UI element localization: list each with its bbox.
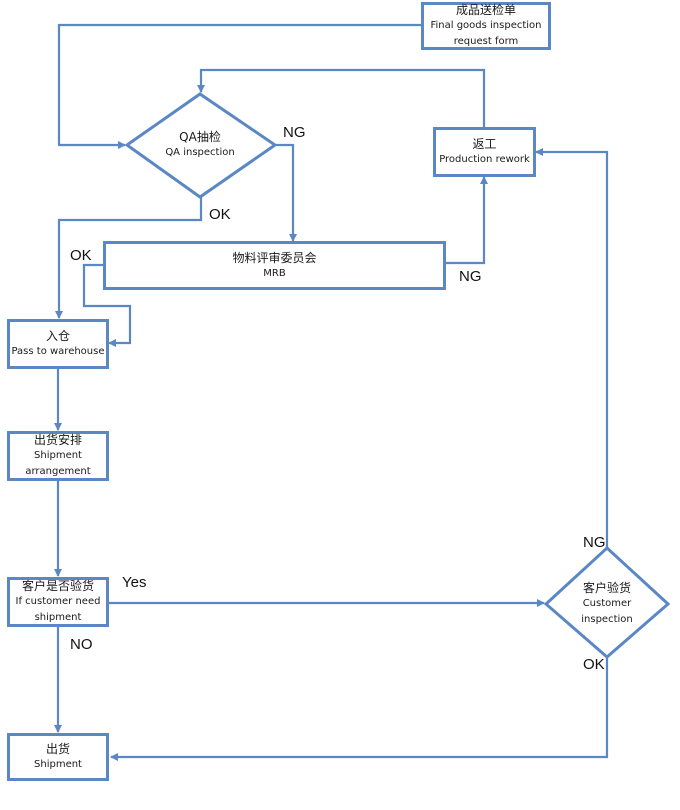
- node-warehouse-en: Pass to warehouse: [11, 346, 105, 357]
- node-customer-need-en-1: If customer need: [15, 596, 101, 607]
- node-customer-need: 客户是否验货 If customer need shipment: [7, 577, 109, 627]
- edge-qa-ok-to-warehouse: [55, 197, 203, 319]
- node-request-form: 成品送检单 Final goods inspection request for…: [421, 2, 551, 50]
- node-shipment: 出货 Shipment: [7, 733, 109, 781]
- node-shipment-arrangement-en-2: arrangement: [25, 466, 91, 477]
- node-mrb: 物料评审委员会 MRB: [103, 241, 446, 290]
- node-request-form-zh: 成品送检单: [455, 3, 516, 17]
- node-customer-need-zh: 客户是否验货: [21, 579, 94, 593]
- node-mrb-zh: 物料评审委员会: [232, 250, 317, 265]
- node-customer-inspection-zh: 客户验货: [582, 581, 631, 595]
- node-rework-zh: 返工: [472, 137, 497, 151]
- label-customer-ng: NG: [583, 534, 606, 551]
- node-qa-inspection-zh: QA抽检: [179, 130, 221, 144]
- node-customer-inspection-en-1: Customer: [582, 598, 632, 609]
- edge-customer-ng-to-rework: [535, 148, 609, 548]
- label-qa-ng: NG: [283, 124, 306, 141]
- label-mrb-ng: NG: [459, 268, 482, 285]
- node-request-form-en-2: request form: [453, 36, 519, 47]
- node-customer-inspection-en-2: inspection: [581, 614, 633, 625]
- edge-mrb-ok-to-warehouse: [82, 263, 132, 347]
- node-mrb-en: MRB: [263, 267, 286, 279]
- node-warehouse: 入仓 Pass to warehouse: [7, 319, 109, 369]
- label-no: NO: [70, 636, 93, 653]
- edge-qa-ng-to-mrb: [275, 143, 297, 242]
- node-shipment-zh: 出货: [45, 742, 70, 756]
- node-shipment-en: Shipment: [34, 759, 82, 770]
- node-customer-need-en-2: shipment: [34, 612, 82, 623]
- edge-rework-to-qa: [197, 68, 486, 127]
- node-shipment-arrangement-en-1: Shipment: [34, 450, 82, 461]
- edge-request-to-qa: [57, 23, 421, 149]
- node-shipment-arrangement: 出货安排 Shipment arrangement: [7, 431, 109, 481]
- label-mrb-ok: OK: [70, 247, 92, 264]
- node-rework-en: Production rework: [439, 154, 530, 165]
- label-customer-ok: OK: [583, 656, 605, 673]
- node-warehouse-zh: 入仓: [45, 329, 70, 343]
- edge-customer-ok-to-shipment: [110, 657, 609, 761]
- node-request-form-en-1: Final goods inspection: [430, 20, 542, 31]
- label-qa-ok: OK: [209, 206, 231, 223]
- node-rework: 返工 Production rework: [433, 127, 536, 177]
- edge-mrb-ng-to-rework: [445, 176, 488, 265]
- label-yes: Yes: [122, 574, 147, 591]
- node-qa-inspection-en: QA inspection: [165, 147, 235, 158]
- node-customer-inspection: 客户验货 Customer inspection: [560, 576, 654, 632]
- node-qa-inspection: QA抽检 QA inspection: [140, 125, 260, 165]
- node-shipment-arrangement-zh: 出货安排: [33, 433, 82, 447]
